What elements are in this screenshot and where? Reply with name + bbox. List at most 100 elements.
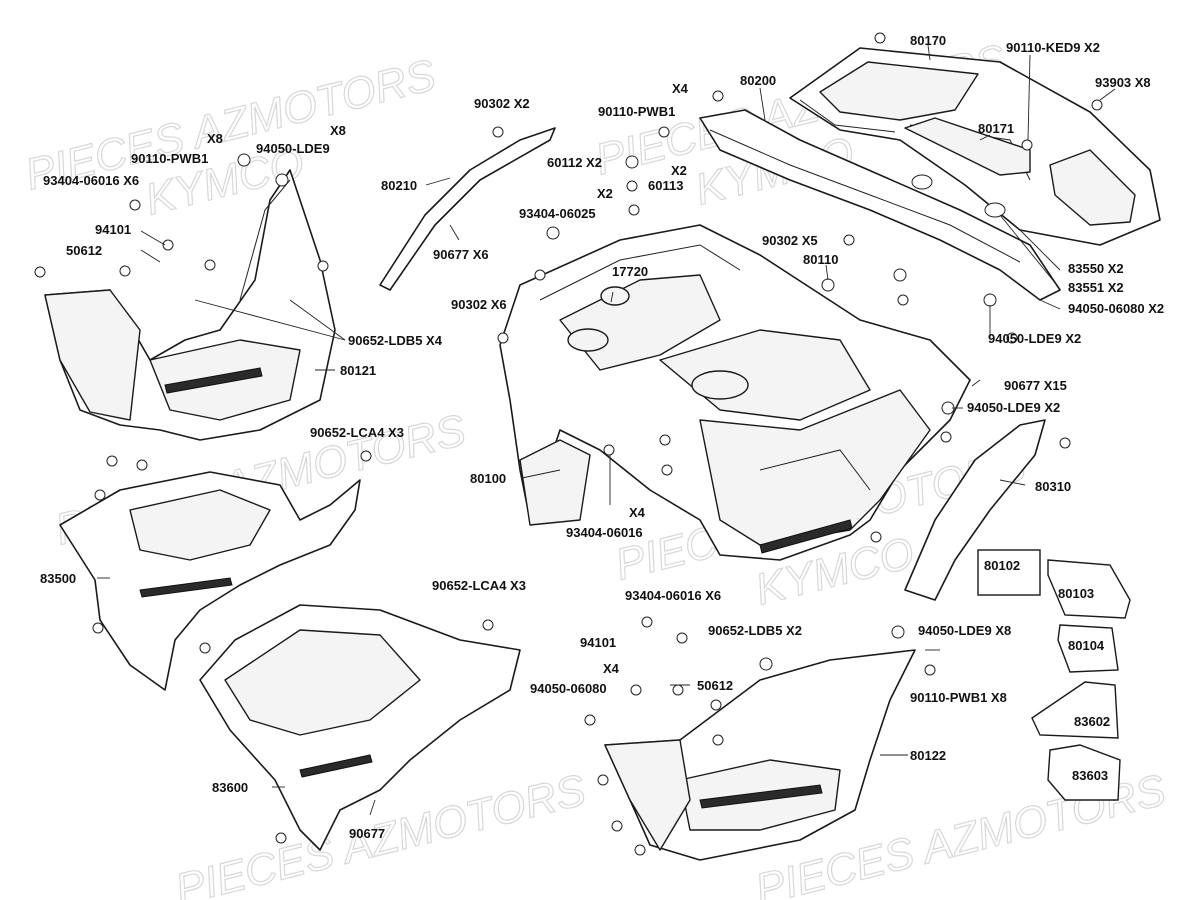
bolt-icon bbox=[710, 699, 722, 711]
label-17720: 17720 bbox=[612, 264, 648, 279]
label-80110: 80110 bbox=[803, 252, 838, 267]
bolt-icon bbox=[940, 431, 952, 443]
label-x8-b: X8 bbox=[330, 123, 346, 138]
washer-icon bbox=[162, 239, 174, 251]
grommet-icon bbox=[821, 278, 835, 292]
label-83600: 83600 bbox=[212, 780, 248, 795]
nut-icon bbox=[626, 180, 638, 192]
bolt-icon bbox=[712, 90, 724, 102]
bolt-icon bbox=[712, 734, 724, 746]
label-83551: 83551 X2 bbox=[1068, 280, 1124, 295]
label-80103: 80103 bbox=[1058, 586, 1094, 601]
bolt-icon bbox=[119, 265, 131, 277]
bolt-icon bbox=[34, 266, 46, 278]
fuel-cap-17720 bbox=[600, 286, 630, 306]
fasteners bbox=[34, 32, 1103, 856]
main-body-80100 bbox=[499, 224, 971, 561]
label-93404-06025: 93404-06025 bbox=[519, 206, 596, 221]
decal-80102: 80102 bbox=[977, 549, 1041, 596]
bolt-icon bbox=[843, 234, 855, 246]
bolt-icon bbox=[641, 616, 653, 628]
label-94050-06080: 94050-06080 bbox=[530, 681, 607, 696]
label-90302-x2: 90302 X2 bbox=[474, 96, 530, 111]
bolt-icon bbox=[534, 269, 546, 281]
label-80310: 80310 bbox=[1035, 479, 1071, 494]
bolt-icon bbox=[634, 844, 646, 856]
label-80102: 80102 bbox=[984, 558, 1020, 573]
bolt-icon bbox=[1091, 99, 1103, 111]
label-94050-lde9-x2-a: 94050-LDE9 X2 bbox=[988, 331, 1081, 346]
bolt-icon bbox=[924, 664, 936, 676]
label-50612-right: 50612 bbox=[697, 678, 733, 693]
bolt-icon bbox=[611, 820, 623, 832]
label-90302-x5: 90302 X5 bbox=[762, 233, 818, 248]
label-94050-lde9-x8: 94050-LDE9 X8 bbox=[918, 623, 1011, 638]
bolt-icon bbox=[199, 642, 211, 654]
label-90652-lca4-x3-b: 90652-LCA4 X3 bbox=[432, 578, 526, 593]
label-83602: 83602 bbox=[1074, 714, 1110, 729]
washer-icon bbox=[672, 684, 684, 696]
label-93404-06016-x6: 93404-06016 X6 bbox=[43, 173, 139, 188]
label-90110-pwb1-left: 90110-PWB1 bbox=[131, 151, 208, 166]
label-x4-top: X4 bbox=[672, 81, 689, 96]
label-80210: 80210 bbox=[381, 178, 417, 193]
label-83550: 83550 X2 bbox=[1068, 261, 1124, 276]
label-94101-right: 94101 bbox=[580, 635, 616, 650]
bolt-icon bbox=[129, 199, 141, 211]
bolt-icon bbox=[1059, 437, 1071, 449]
label-90652-ldb5-x2: 90652-LDB5 X2 bbox=[708, 623, 802, 638]
label-90677-x6: 90677 X6 bbox=[433, 247, 489, 262]
nut-icon bbox=[983, 293, 997, 307]
bolt-icon bbox=[492, 126, 504, 138]
label-94050-lde9-x2-b: 94050-LDE9 X2 bbox=[967, 400, 1060, 415]
nut-icon bbox=[759, 657, 773, 671]
label-80200: 80200 bbox=[740, 73, 776, 88]
bolt-icon bbox=[497, 332, 509, 344]
fender-strip-80310 bbox=[904, 419, 1046, 601]
label-90677-x15: 90677 X15 bbox=[1004, 378, 1067, 393]
left-footrest-80121 bbox=[44, 169, 336, 441]
label-93404-06016-x6-b: 93404-06016 X6 bbox=[625, 588, 721, 603]
bolt-icon bbox=[136, 459, 148, 471]
label-90677: 90677 bbox=[349, 826, 385, 841]
grommet-83551 bbox=[984, 202, 1006, 218]
label-90302-x6: 90302 X6 bbox=[451, 297, 507, 312]
washer-icon bbox=[676, 632, 688, 644]
label-80122: 80122 bbox=[910, 748, 946, 763]
label-50612-left: 50612 bbox=[66, 243, 102, 258]
label-60112: 60112 X2 bbox=[547, 155, 602, 170]
nut-icon bbox=[546, 226, 560, 240]
bolt-icon bbox=[360, 450, 372, 462]
nut-icon bbox=[891, 625, 905, 639]
bolt-icon bbox=[106, 455, 118, 467]
decal-80103: 80103 bbox=[1047, 559, 1131, 619]
rear-fender-top-80200 bbox=[699, 109, 1061, 301]
bolt-icon bbox=[317, 260, 329, 272]
label-x8-a: X8 bbox=[207, 131, 223, 146]
right-footrest-80122 bbox=[604, 649, 916, 861]
nut-icon bbox=[597, 774, 609, 786]
label-90110-pwb1: 90110-PWB1 bbox=[598, 104, 675, 119]
nut-icon bbox=[625, 155, 639, 169]
decal-83602: 83602 bbox=[1031, 681, 1119, 739]
label-90110-ked9: 90110-KED9 X2 bbox=[1006, 40, 1100, 55]
bolt-icon bbox=[1006, 332, 1018, 344]
nut-icon bbox=[237, 153, 251, 167]
bolt-icon bbox=[603, 444, 615, 456]
bolt-icon bbox=[870, 531, 882, 543]
bolt-icon bbox=[628, 204, 640, 216]
decal-80104: 80104 bbox=[1057, 624, 1119, 673]
left-side-cover-83500 bbox=[59, 471, 361, 691]
bolt-icon bbox=[874, 32, 886, 44]
label-60113: 60113 bbox=[648, 178, 683, 193]
nut-icon bbox=[584, 714, 596, 726]
label-90652-ldb5-x4: 90652-LDB5 X4 bbox=[348, 333, 443, 348]
left-lower-side-83600 bbox=[199, 604, 521, 851]
label-94101-left: 94101 bbox=[95, 222, 131, 237]
label-93903: 93903 X8 bbox=[1095, 75, 1151, 90]
nut-icon bbox=[897, 294, 909, 306]
label-80170: 80170 bbox=[910, 33, 946, 48]
washer-icon bbox=[630, 684, 642, 696]
decal-83603: 83603 bbox=[1047, 744, 1121, 801]
